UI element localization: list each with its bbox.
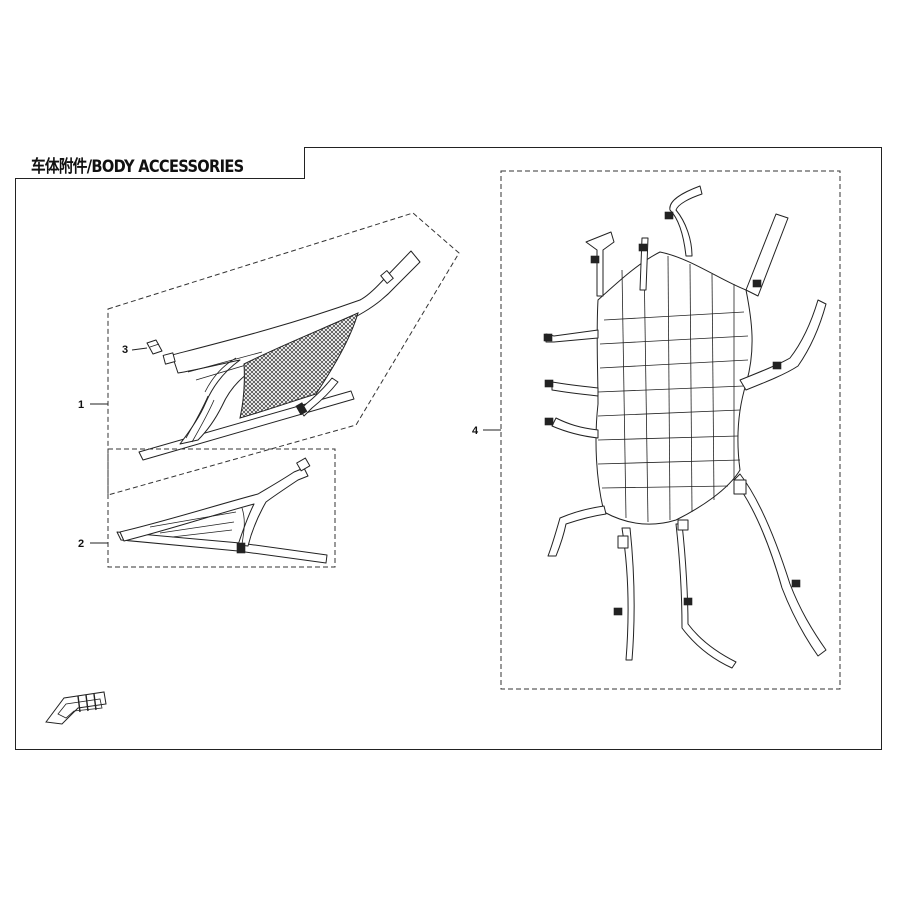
door-net-lower-frame (119, 467, 309, 547)
door-net-lower-top-clip (296, 457, 311, 472)
cargo-net-strap-bottom-right (733, 473, 827, 657)
cargo-net-grid (597, 255, 749, 523)
cargo-net-strap-top-3 (669, 185, 703, 257)
door-net-lower-strap (116, 531, 328, 564)
door-net-upper-end-clip (162, 352, 176, 365)
door-net-upper-frame-inner (185, 351, 263, 443)
cargo-net-buckle-3 (664, 211, 674, 220)
small-clip-body (146, 339, 163, 355)
cargo-net-buckle-5 (543, 333, 553, 342)
title-box: 车体附件/BODY ACCESSORIES (15, 147, 305, 179)
cargo-net-strap-bottom-1 (621, 527, 635, 661)
page-title: 车体附件/BODY ACCESSORIES (31, 157, 244, 177)
door-net-upper-lower-strap (299, 377, 339, 417)
cargo-net-buckle-4 (752, 279, 762, 288)
cargo-net-buckle-bottom-left (617, 535, 629, 549)
group-4-boundary (500, 170, 841, 690)
cargo-net-strap-left-3 (551, 417, 599, 439)
callout-3: 3 (122, 344, 128, 356)
cargo-net-strap-top-1 (585, 231, 615, 297)
cargo-net-buckle-6 (544, 379, 554, 388)
door-net-upper-clip (295, 402, 308, 416)
cargo-net-buckle-9 (613, 607, 623, 616)
group-1-boundary (107, 212, 460, 496)
small-clip-detail (149, 343, 160, 348)
door-net-upper (107, 212, 460, 496)
cargo-net-body (595, 251, 753, 525)
cargo-net-buckle-7 (544, 417, 554, 426)
cargo-net-buckle-2 (638, 243, 648, 252)
callout-leaders (90, 347, 501, 544)
callout-1: 1 (78, 399, 84, 411)
diagram-frame (15, 147, 882, 750)
front-arrow-icon (45, 691, 107, 725)
cargo-net (500, 170, 841, 690)
small-clip (146, 339, 163, 355)
door-net-lower-buckle (236, 542, 246, 554)
door-net-upper-mesh (239, 312, 359, 419)
cargo-net-strap-left-2 (551, 381, 599, 397)
callout-4: 4 (472, 425, 479, 437)
cargo-net-strap-top-right (745, 213, 789, 297)
cargo-net-buckle-large (733, 479, 747, 495)
door-net-lower-inner (149, 507, 245, 545)
cargo-net-strap-left-1 (545, 329, 599, 343)
cargo-net-strap-bottom-left (547, 505, 607, 557)
cargo-net-buckle-8 (772, 361, 782, 370)
cargo-net-strap-bottom-2 (675, 523, 737, 669)
cargo-net-buckle-11 (791, 579, 801, 588)
cargo-net-buckle-bottom (677, 519, 689, 531)
cargo-net-strap-right (739, 299, 827, 391)
callout-2: 2 (78, 538, 84, 550)
group-2-boundary (107, 448, 336, 568)
cargo-net-buckle-1 (590, 255, 600, 264)
door-net-upper-buckle (380, 270, 394, 284)
door-net-lower (107, 448, 336, 568)
cargo-net-buckle-10 (683, 597, 693, 606)
